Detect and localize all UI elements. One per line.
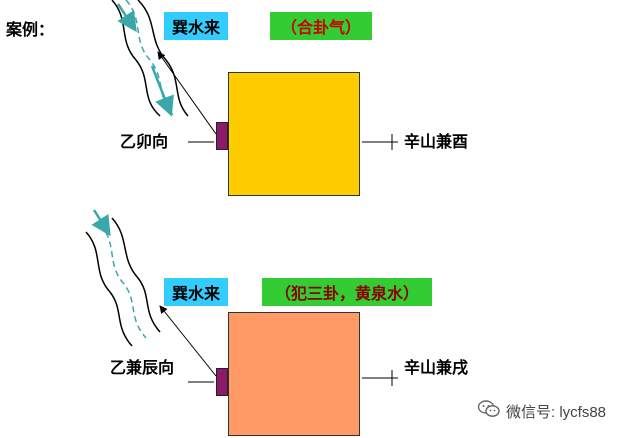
top-door [216,122,228,150]
watermark-text: 微信号: lycfs88 [506,403,607,421]
bottom-water-label: 巽水来 [164,278,228,306]
bottom-stream-flow [99,223,147,339]
bottom-stream-bank-left [85,231,133,347]
top-water-label: 巽水来 [164,12,228,40]
wechat-icon [477,400,500,422]
top-stream-arrow-1 [116,3,137,33]
bottom-house [228,312,360,436]
bottom-facing-arrow [159,305,217,377]
bottom-sitting-label: 辛山兼戌 [404,358,469,377]
top-facing-label: 乙卯向 [120,132,169,151]
top-sitting-label: 辛山兼酉 [404,132,469,151]
bottom-stream-arrow-1 [91,209,111,237]
case-label: 案例： [6,20,55,39]
bottom-door [216,368,228,396]
top-stream-bank-right [137,0,189,117]
bottom-facing-label: 乙兼辰向 [110,358,175,377]
bottom-stream-bank-right [111,217,161,333]
watermark: 微信号: lycfs88 [477,400,607,422]
top-house [228,72,360,196]
top-stream-arrow-2 [150,65,174,117]
top-facing-arrow [157,51,217,135]
bottom-note-box: （犯三卦，黄泉水） [262,278,432,306]
top-note-box: （合卦气） [270,12,372,40]
